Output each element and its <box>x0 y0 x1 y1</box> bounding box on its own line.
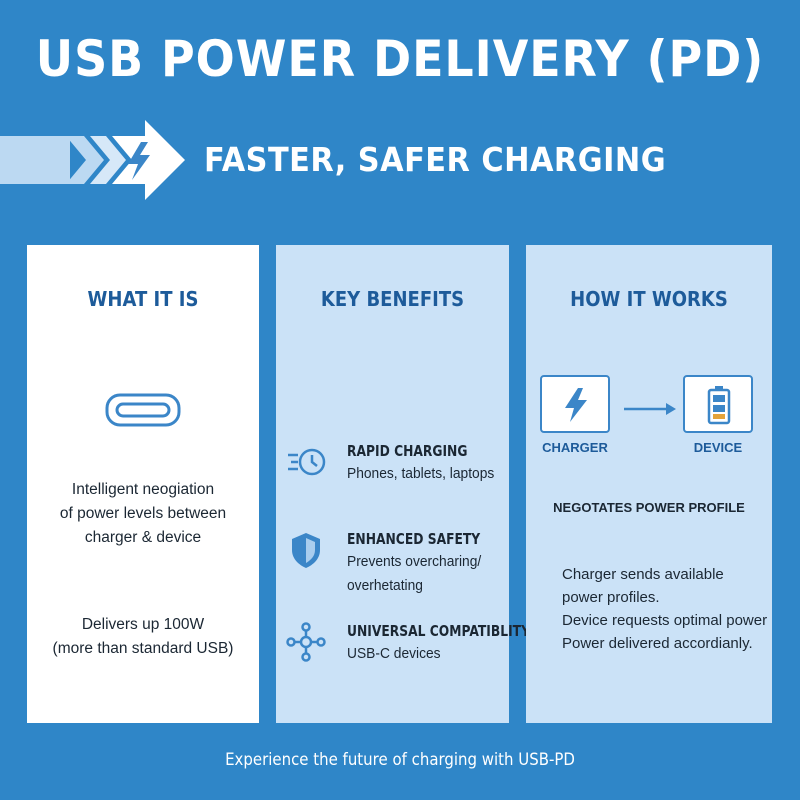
benefit-title: ENHANCED SAFETY <box>347 530 481 548</box>
arrow-banner <box>0 120 185 200</box>
banner-stripe <box>0 136 70 184</box>
footer-text: Experience the future of charging with U… <box>225 750 575 770</box>
what-it-is-panel: WHAT IT IS Intelligent neogiation of pow… <box>27 245 259 723</box>
benefit-title: UNIVERSAL COMPATIBLITY <box>347 622 530 640</box>
usb-c-port-icon <box>105 393 181 427</box>
chevron-2 <box>90 136 126 184</box>
benefit-desc-line: overhetating <box>347 577 423 594</box>
benefit-desc-line: USB-C devices <box>347 645 441 662</box>
key-benefits-panel: KEY BENEFITS RAPID CHARGING Phones, tabl… <box>276 245 530 723</box>
description-line: Intelligent neogiation <box>71 481 215 498</box>
negotiates-label: NEGOTATES POWER PROFILE <box>553 500 745 515</box>
page-subtitle: FASTER, SAFER CHARGING <box>204 140 667 179</box>
chevron-1 <box>66 136 104 184</box>
fast-clock-icon <box>288 448 326 476</box>
how-it-works-panel: HOW IT WORKS CHARGER DEVICE NEGOTATES PO… <box>526 245 772 723</box>
what-it-is-description: Intelligent neogiation of power levels b… <box>27 478 259 550</box>
benefit-desc: USB-C devices <box>347 642 503 666</box>
lightning-bolt-icon <box>565 388 587 422</box>
page-title: USB POWER DELIVERY (PD) <box>35 30 765 88</box>
lightning-bolt-icon <box>128 142 150 180</box>
how-it-works-steps: Charger sends available power profiles. … <box>562 563 767 655</box>
network-hub-icon <box>286 622 326 662</box>
step-line: Charger sends available <box>562 566 724 583</box>
benefit-desc: Phones, tablets, laptops <box>347 462 503 486</box>
benefit-item-universal-compatibility: UNIVERSAL COMPATIBLITY USB-C devices <box>284 620 530 680</box>
how-it-works-heading: HOW IT WORKS <box>570 287 728 311</box>
step-line: Device requests optimal power <box>562 612 768 629</box>
benefit-item-enhanced-safety: ENHANCED SAFETY Prevents overcharing/ ov… <box>284 528 509 594</box>
charger-label: CHARGER <box>542 440 608 455</box>
benefit-desc-line: Phones, tablets, laptops <box>347 465 495 482</box>
step-line: Power delivered accordianly. <box>562 635 753 652</box>
delivery-line: Delivers up 100W <box>81 616 205 633</box>
benefit-item-rapid-charging: RAPID CHARGING Phones, tablets, laptops <box>284 440 509 500</box>
arrow-right-icon <box>624 403 676 415</box>
battery-icon <box>707 386 731 425</box>
key-benefits-heading: KEY BENEFITS <box>320 287 465 311</box>
benefit-title: RAPID CHARGING <box>347 442 468 460</box>
benefit-desc: Prevents overcharing/ overhetating <box>347 550 503 598</box>
what-it-is-heading: WHAT IT IS <box>87 287 199 311</box>
device-label: DEVICE <box>693 440 743 455</box>
charger-box <box>540 375 610 433</box>
description-line: charger & device <box>84 529 202 546</box>
delivery-info: Delivers up 100W (more than standard USB… <box>27 613 259 661</box>
device-box <box>683 375 753 433</box>
delivery-line: (more than standard USB) <box>52 640 234 657</box>
step-line: power profiles. <box>562 589 660 606</box>
benefit-desc-line: Prevents overcharing/ <box>347 553 482 570</box>
description-line: of power levels between <box>59 505 227 522</box>
shield-icon <box>292 533 320 568</box>
arrow-head <box>112 120 185 200</box>
